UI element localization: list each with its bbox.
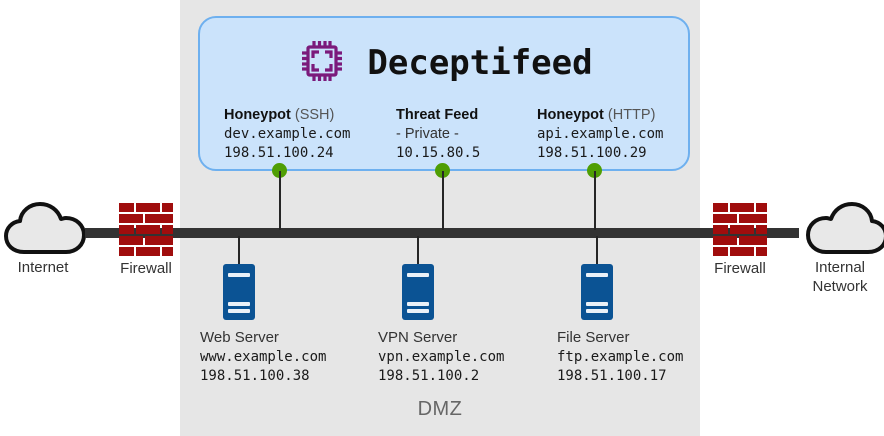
feed-node-ssh-ip: 198.51.100.24 (224, 145, 334, 161)
feed-node-threat-feed-host: - Private - (396, 126, 459, 142)
left-firewall-brick-icon (119, 203, 173, 256)
file-server-host: ftp.example.com (557, 349, 684, 365)
vpn-server-icon (402, 264, 434, 320)
file-server-name: File Server (557, 329, 630, 346)
feed-node-threat-feed-title: Threat Feed (396, 106, 480, 125)
feed-node-http-host: api.example.com (537, 126, 664, 142)
vpn-server-name: VPN Server (378, 329, 458, 346)
deceptifeed-panel: Deceptifeed Honeypot (SSH) dev.example.c… (198, 16, 690, 171)
feed-node-http-title-strong: Honeypot (537, 107, 604, 123)
feed-node-ssh: Honeypot (SSH) dev.example.com 198.51.10… (224, 106, 350, 163)
connector-stem-vpn-server (417, 236, 419, 264)
network-backbone-line (85, 228, 799, 238)
connector-stem-web-server (238, 236, 240, 264)
vpn-server-ip: 198.51.100.2 (378, 368, 480, 384)
file-server-ip: 198.51.100.17 (557, 368, 667, 384)
internal-network-label-line1: Internal (814, 259, 866, 276)
feed-node-ssh-title-muted: (SSH) (294, 107, 335, 123)
web-server-ip: 198.51.100.38 (200, 368, 310, 384)
file-server-caption: File Server ftp.example.com 198.51.100.1… (557, 327, 683, 386)
internal-network-cloud-icon (806, 200, 884, 263)
feed-node-ssh-title-strong: Honeypot (224, 107, 291, 123)
feed-node-threat-feed: Threat Feed - Private - 10.15.80.5 (396, 106, 480, 163)
connector-dot-ssh (272, 163, 287, 178)
deceptifeed-title: Deceptifeed (367, 43, 593, 83)
connector-stem-ssh (278, 171, 281, 230)
internet-cloud-icon (4, 200, 86, 263)
vpn-server-caption: VPN Server vpn.example.com 198.51.100.2 (378, 327, 504, 386)
feed-node-ssh-title: Honeypot (SSH) (224, 106, 350, 125)
right-firewall-label: Firewall (714, 260, 766, 277)
cpu-chip-icon (299, 38, 345, 89)
internet-label: Internet (17, 259, 69, 276)
connector-dot-threat-feed (435, 163, 450, 178)
connector-stem-file-server (596, 236, 598, 264)
feed-node-http-ip: 198.51.100.29 (537, 145, 647, 161)
feed-node-http: Honeypot (HTTP) api.example.com 198.51.1… (537, 106, 663, 163)
left-firewall-label: Firewall (120, 260, 172, 277)
deceptifeed-header: Deceptifeed (200, 32, 692, 94)
vpn-server-host: vpn.example.com (378, 349, 505, 365)
web-server-icon (223, 264, 255, 320)
feed-node-http-title-muted: (HTTP) (607, 107, 656, 123)
web-server-host: www.example.com (200, 349, 327, 365)
connector-stem-threat-feed (441, 171, 444, 230)
connector-stem-http (593, 171, 596, 230)
dmz-label: DMZ (417, 398, 463, 420)
feed-node-ssh-host: dev.example.com (224, 126, 351, 142)
internal-network-label: Internal Network (796, 258, 884, 296)
right-firewall-brick-icon (713, 203, 767, 256)
feed-node-http-title: Honeypot (HTTP) (537, 106, 663, 125)
web-server-name: Web Server (200, 329, 279, 346)
connector-dot-http (587, 163, 602, 178)
file-server-icon (581, 264, 613, 320)
feed-node-threat-feed-title-strong: Threat Feed (396, 107, 479, 123)
web-server-caption: Web Server www.example.com 198.51.100.38 (200, 327, 326, 386)
feed-node-threat-feed-ip: 10.15.80.5 (396, 145, 481, 161)
internal-network-label-line2: Network (812, 278, 868, 295)
